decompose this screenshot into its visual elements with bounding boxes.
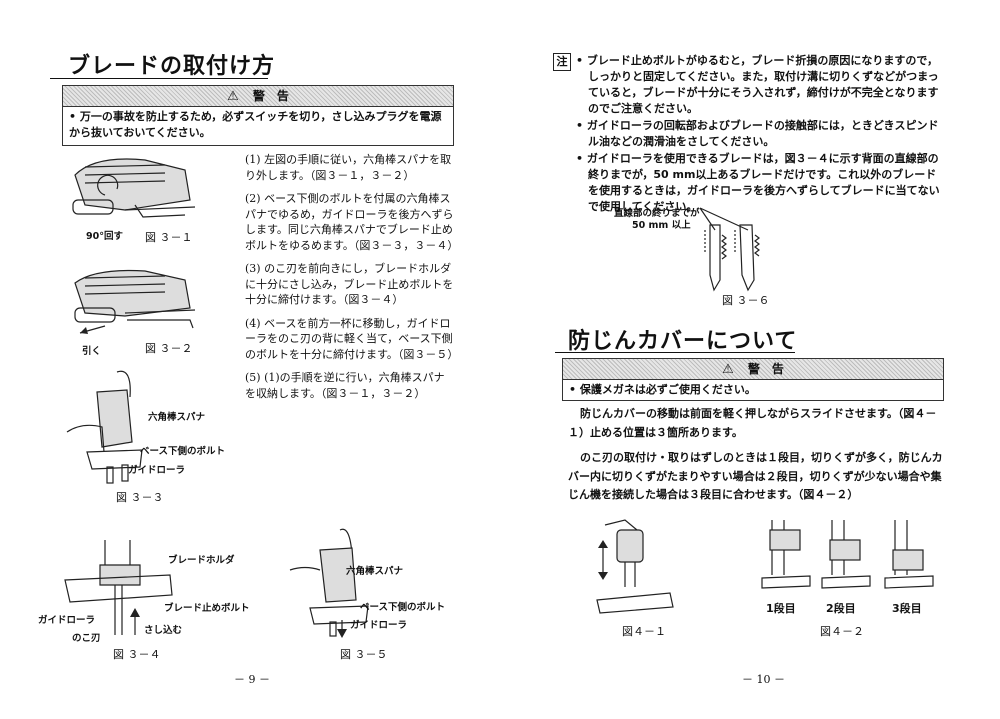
warning-label: 警 告 [252, 89, 289, 103]
paragraph-1: 防じんカバーの移動は前面を軽く押しながらスライドさせます。（図４－１）止める位置… [568, 407, 937, 439]
figure-3-1-illustration [72, 158, 196, 218]
note-item-3: • ガイドローラを使用できるブレードは，図３－４に示す背面の直線部の終りまでが，… [576, 152, 940, 213]
warning-header: ⚠ 警 告 [62, 85, 454, 107]
note-badge: 注 [553, 53, 571, 71]
warning-text-2: • 保護メガネは必ずご使用ください。 [562, 379, 944, 401]
step-5: (5) (1)の手順を逆に行い，六角棒スパナを収納します。（図３－１，３－２） [245, 371, 445, 400]
warning-label-2: 警 告 [747, 362, 784, 376]
figure-3-4-holder-label: ブレードホルダ [168, 555, 235, 566]
figure-4-2-step3-illustration [884, 520, 934, 589]
figure-4-1-caption: 図４－１ [622, 625, 666, 638]
section-title-dust-cover: 防じんカバーについて [568, 329, 798, 354]
warning-text: • 万一の事故を防止するため，必ずスイッチを切り，さし込みプラグを電源から抜いて… [62, 106, 454, 146]
figure-3-2-caption: 図 ３－２ [145, 342, 193, 355]
warning-triangle-icon: ⚠ [227, 89, 239, 104]
figure-3-6-label-line1: 直線部の終りまでが [614, 208, 700, 219]
figure-3-1-caption: 図 ３－１ [145, 231, 193, 244]
figure-3-3-bolt-label: ベース下側のボルト [140, 446, 226, 457]
figure-4-2-step1-label: 1段目 [766, 602, 796, 615]
note-item-1: • ブレード止めボルトがゆるむと，ブレード折損の原因になりますので，しっかりと固… [576, 54, 939, 115]
figure-3-6-illustration [699, 207, 760, 292]
figure-3-4-stopbolt-label: ブレード止めボルト [164, 603, 250, 614]
figure-4-2-step2-label: 2段目 [826, 602, 856, 615]
figure-3-5-illustration [289, 528, 369, 638]
notes-list: • ブレード止めボルトがゆるむと，ブレード折損の原因になりますので，しっかりと固… [576, 53, 944, 216]
figure-3-4-blade-label: のこ刃 [72, 633, 101, 644]
warning-triangle-icon-2: ⚠ [722, 362, 734, 377]
figure-3-4-caption: 図 ３－４ [113, 648, 161, 661]
step-1: (1) 左図の手順に従い，六角棒スパナを取り外します。（図３－１，３－２） [245, 153, 452, 182]
warning-header-2: ⚠ 警 告 [562, 358, 944, 380]
figure-3-4-insert-label: さし込む [144, 625, 183, 636]
figure-3-3-wrench-label: 六角棒スパナ [148, 412, 206, 423]
figure-3-5-wrench-label: 六角棒スパナ [346, 566, 404, 577]
figure-3-5-bolt-label: ベース下側のボルト [360, 602, 446, 613]
figure-3-6-caption: 図 ３－６ [722, 294, 770, 307]
procedure-steps: (1) 左図の手順に従い，六角棒スパナを取り外します。（図３－１，３－２） (2… [245, 152, 459, 409]
figure-3-3-illustration [66, 370, 143, 484]
step-4: (4) ベースを前方一杯に移動し，ガイドローラをのこ刃の背に軽く当て，ベース下側… [245, 316, 459, 361]
note-item-2: • ガイドローラの回転部およびブレードの接触部には，ときどきスピンドル油などの潤… [576, 119, 939, 148]
figure-4-2-step2-illustration [821, 520, 871, 589]
page-number-left: － 9 － [234, 673, 270, 686]
step-3: (3) のこ刃を前向きにし，ブレードホルダに十分にさし込み，ブレード止めボルトを… [245, 262, 454, 306]
figure-3-4-roller-label: ガイドローラ [38, 615, 96, 626]
figure-3-2-pull-label: 引く [82, 346, 102, 357]
figure-3-6-label-line2: 50 mm 以上 [632, 220, 691, 231]
dust-cover-paragraphs: 防じんカバーの移動は前面を軽く押しながらスライドさせます。（図４－１）止める位置… [568, 405, 944, 512]
step-2: (2) ベース下側のボルトを付属の六角棒スパナでゆるめ，ガイドローラを後方へずら… [245, 192, 459, 252]
page-title: ブレードの取付け方 [68, 54, 276, 79]
figure-3-1-rotate-label: 90°回す [86, 231, 123, 242]
figure-3-5-caption: 図 ３－５ [340, 648, 388, 661]
figure-3-3-caption: 図 ３－３ [116, 491, 164, 504]
paragraph-2: のこ刃の取付け・取りはずしのときは１段目，切りくずが多く，防じんカバー内に切りく… [568, 451, 943, 501]
figure-3-2-illustration [74, 269, 196, 334]
figure-4-2-step1-illustration [761, 520, 811, 589]
page-number-right: － 10 － [742, 673, 785, 686]
figure-4-2-caption: 図４－２ [820, 625, 864, 638]
figure-3-5-roller-label: ガイドローラ [350, 620, 408, 631]
figure-3-3-roller-label: ガイドローラ [128, 465, 186, 476]
figure-4-2-step3-label: 3段目 [892, 602, 922, 615]
figure-3-4-illustration [64, 540, 173, 635]
section-title-rule [555, 352, 795, 353]
title-rule [50, 78, 268, 79]
figure-4-1-illustration [596, 519, 674, 614]
